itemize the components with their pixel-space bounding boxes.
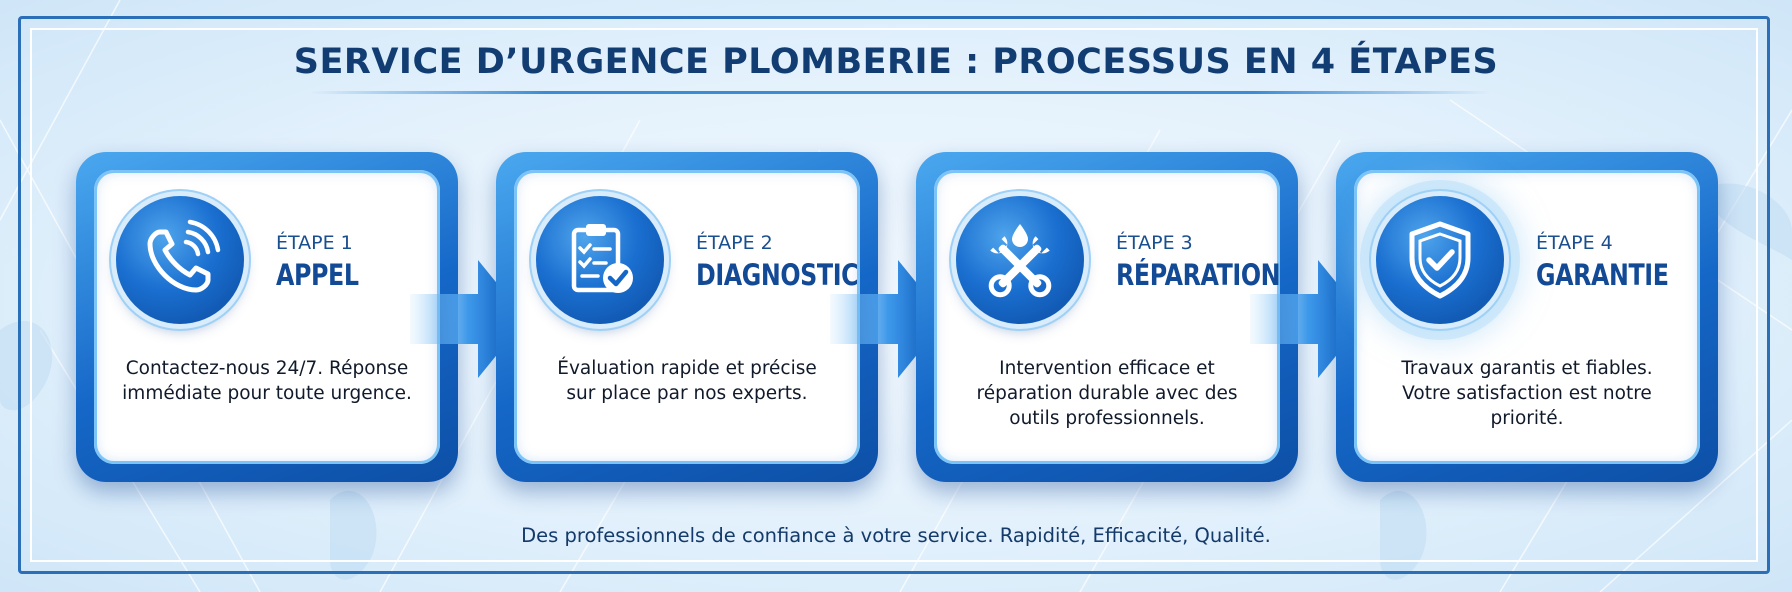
step-4-name: GARANTIE [1536,258,1669,292]
outer-frame [18,16,1770,574]
shield-check-icon [1376,196,1504,324]
wrenches-icon [956,196,1084,324]
step-card-3-body: ÉTAPE 3 RÉPARATION Intervention efficace… [934,170,1281,464]
step-4-description: Travaux garantis et fiables. Votre satis… [1401,358,1653,429]
step-1-label: ÉTAPE 1 [276,232,353,254]
step-2-name: DIAGNOSTIC [696,258,859,292]
step-card-2: ÉTAPE 2 DIAGNOSTIC Évaluation rapide et … [496,152,878,482]
step-2-description: Évaluation rapide et précise sur place p… [557,358,817,404]
phone-icon [116,196,244,324]
clipboard-check-icon [536,196,664,324]
inner-frame [30,28,1758,562]
title-underline [310,91,1490,94]
page-title: SERVICE D’URGENCE PLOMBERIE : PROCESSUS … [293,42,1499,82]
step-4-label: ÉTAPE 4 [1536,232,1613,254]
step-card-2-body: ÉTAPE 2 DIAGNOSTIC Évaluation rapide et … [514,170,860,464]
step-card-4: ÉTAPE 4 GARANTIE Travaux garantis et fia… [1336,152,1718,482]
step-card-3: ÉTAPE 3 RÉPARATION Intervention efficace… [916,152,1298,482]
step-2-label: ÉTAPE 2 [696,232,773,254]
footer-tagline: Des professionnels de confiance à votre … [521,524,1271,547]
step-3-description: Intervention efficace et réparation dura… [976,358,1238,429]
step-3-label: ÉTAPE 3 [1116,232,1193,254]
step-1-name: APPEL [276,258,359,292]
step-1-description: Contactez-nous 24/7. Réponse immédiate p… [122,358,412,404]
step-card-1: ÉTAPE 1 APPEL Contactez-nous 24/7. Répon… [76,152,458,482]
step-card-4-body: ÉTAPE 4 GARANTIE Travaux garantis et fia… [1354,170,1700,464]
step-card-1-body: ÉTAPE 1 APPEL Contactez-nous 24/7. Répon… [94,170,440,464]
step-3-name: RÉPARATION [1116,258,1281,292]
